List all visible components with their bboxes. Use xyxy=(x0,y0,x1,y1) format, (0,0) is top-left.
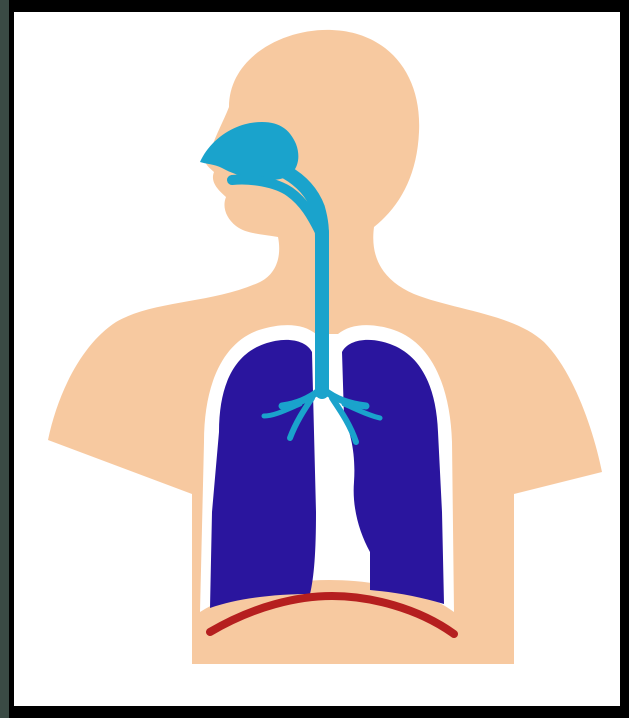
respiratory-diagram xyxy=(14,12,620,706)
diagram-panel xyxy=(14,12,620,706)
frame-left-edge xyxy=(0,0,9,718)
